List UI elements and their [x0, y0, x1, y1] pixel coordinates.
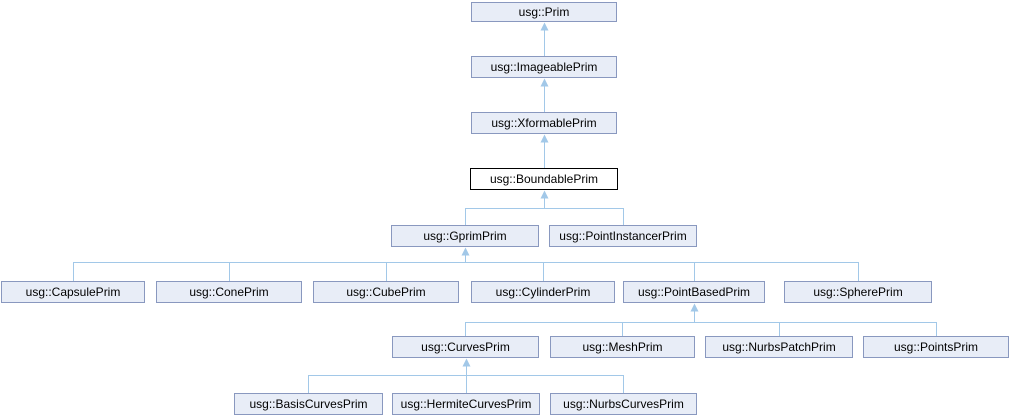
edge-row7-to-pointbased — [465, 303, 937, 336]
edge-row6-to-gprim — [73, 247, 859, 281]
node-usg-hermite-curves-prim[interactable]: usg::HermiteCurvesPrim — [392, 393, 540, 415]
node-usg-basis-curves-prim[interactable]: usg::BasisCurvesPrim — [234, 393, 383, 415]
node-usg-points-prim[interactable]: usg::PointsPrim — [863, 336, 1009, 358]
node-usg-capsule-prim[interactable]: usg::CapsulePrim — [1, 281, 145, 303]
node-usg-nurbs-curves-prim[interactable]: usg::NurbsCurvesPrim — [550, 393, 697, 415]
node-usg-boundable-prim: usg::BoundablePrim — [470, 168, 618, 190]
edge-xformable-to-imageable — [540, 78, 549, 112]
node-usg-imageable-prim[interactable]: usg::ImageablePrim — [471, 56, 617, 78]
edge-boundable-to-xformable — [540, 134, 549, 168]
node-usg-prim[interactable]: usg::Prim — [471, 2, 617, 22]
node-usg-gprim-prim[interactable]: usg::GprimPrim — [391, 225, 539, 247]
node-usg-cube-prim[interactable]: usg::CubePrim — [313, 281, 459, 303]
node-usg-nurbs-patch-prim[interactable]: usg::NurbsPatchPrim — [705, 336, 853, 358]
node-usg-point-instancer-prim[interactable]: usg::PointInstancerPrim — [549, 225, 697, 247]
edge-row8-to-curves — [308, 358, 624, 393]
node-usg-curves-prim[interactable]: usg::CurvesPrim — [392, 336, 539, 358]
node-usg-cone-prim[interactable]: usg::ConePrim — [156, 281, 302, 303]
edge-imageable-to-prim — [540, 22, 549, 56]
node-usg-mesh-prim[interactable]: usg::MeshPrim — [550, 336, 695, 358]
node-usg-sphere-prim[interactable]: usg::SpherePrim — [784, 281, 932, 303]
edge-row5-to-boundable — [465, 190, 624, 225]
node-usg-xformable-prim[interactable]: usg::XformablePrim — [471, 112, 617, 134]
node-usg-point-based-prim[interactable]: usg::PointBasedPrim — [623, 281, 765, 303]
node-usg-cylinder-prim[interactable]: usg::CylinderPrim — [471, 281, 615, 303]
